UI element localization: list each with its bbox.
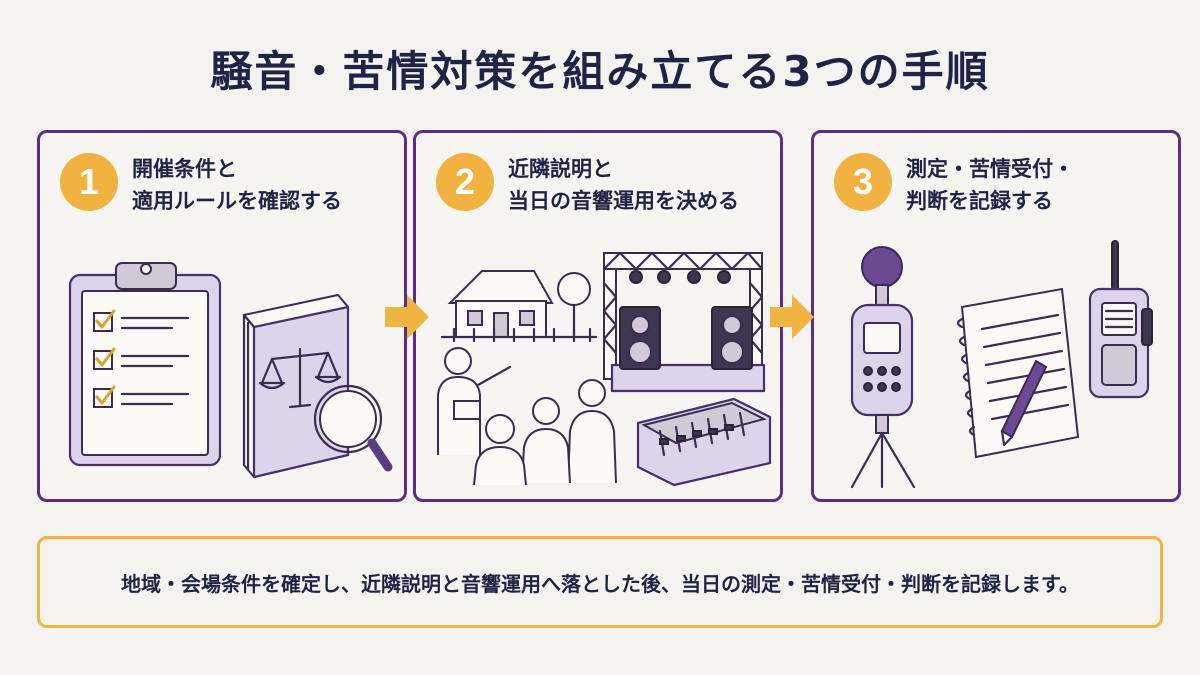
arrow-right-icon — [770, 295, 814, 339]
step-card-3: 3 測定・苦情受付・ 判断を記録する — [811, 130, 1181, 502]
stage-truss-icon — [602, 251, 766, 393]
notebook-pen-icon — [956, 287, 1080, 459]
speaker-left-icon — [619, 306, 661, 370]
page-title: 騒音・苦情対策を組み立てる3つの手順 — [210, 47, 990, 96]
step-card-1: 1 開催条件と 適用ルールを確認する — [37, 130, 407, 502]
sound-level-meter-icon — [850, 246, 916, 489]
step-label-3: 測定・苦情受付・ 判断を記録する — [906, 153, 1174, 217]
sound-meter-notebook-radio-illustration — [850, 240, 1153, 489]
step-number-badge-1: 1 — [60, 153, 118, 211]
step-label-1-line-1: 開催条件と — [132, 157, 237, 181]
step-label-3-line-2: 判断を記録する — [906, 189, 1053, 213]
step-label-1-line-2: 適用ルールを確認する — [132, 189, 342, 213]
step-label-2: 近隣説明と 当日の音響運用を決める — [508, 153, 776, 217]
fence — [440, 327, 598, 343]
presenter-person-icon — [437, 347, 512, 455]
summary-text: 地域・会場条件を確定し、近隣説明と音響運用へ落とした後、当日の測定・苦情受付・判… — [121, 571, 1079, 596]
step-number-badge-2: 2 — [436, 153, 494, 211]
audience-group-icon — [473, 379, 617, 486]
step-label-3-line-1: 測定・苦情受付・ — [906, 157, 1074, 181]
law-book-icon — [242, 293, 350, 479]
speaker-right-icon — [711, 306, 753, 370]
step-card-2: 2 近隣説明と 当日の音響運用を決める — [413, 130, 783, 502]
walkie-talkie-icon — [1088, 240, 1153, 399]
mixing-console-icon — [636, 397, 772, 487]
house-icon — [447, 270, 554, 338]
clipboard-law-book-illustration — [68, 262, 393, 479]
arrow-right-icon — [385, 295, 429, 339]
magnifying-glass-icon — [313, 384, 393, 472]
step-label-2-line-2: 当日の音響運用を決める — [508, 189, 739, 213]
neighborhood-stage-mixer-illustration — [437, 251, 772, 487]
summary-box: 地域・会場条件を確定し、近隣説明と音響運用へ落とした後、当日の測定・苦情受付・判… — [37, 536, 1163, 628]
tree-icon — [557, 272, 591, 339]
step-number-badge-3: 3 — [834, 153, 892, 211]
clipboard-checklist-icon — [68, 262, 222, 467]
step-label-1: 開催条件と 適用ルールを確認する — [132, 153, 400, 217]
step-label-2-line-1: 近隣説明と — [508, 157, 613, 181]
